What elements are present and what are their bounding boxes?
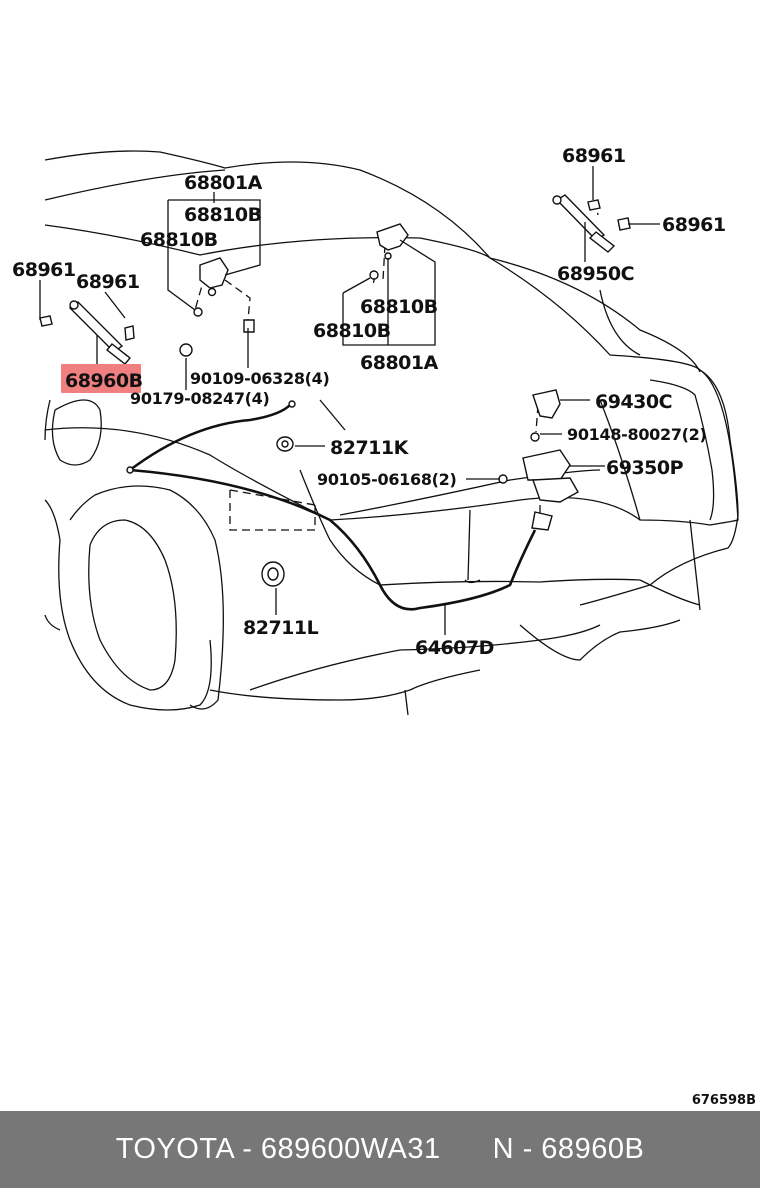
label-90109: 90109-06328(4) <box>190 369 330 388</box>
label-68960B: 68960B <box>65 370 143 392</box>
release-cable-icon <box>126 400 537 611</box>
label-90105: 90105-06168(2) <box>317 470 457 489</box>
label-82711L: 82711L <box>243 617 319 639</box>
label-69430C: 69430C <box>595 391 672 413</box>
diagram-ref-code: 676598B <box>692 1093 756 1108</box>
latch-assembly-icon <box>498 389 579 531</box>
hinge-right-icon <box>369 223 409 280</box>
label-82711K: 82711K <box>330 437 410 459</box>
label-68961-right: 68961 <box>662 214 726 236</box>
hinge-left-icon <box>179 257 255 357</box>
footer-bar: TOYOTA - 689600WA31 N - 68960B <box>0 1111 760 1188</box>
label-64607D: 64607D <box>415 637 494 659</box>
label-90179: 90179-08247(4) <box>130 389 270 408</box>
label-69350P: 69350P <box>606 457 684 479</box>
footer-ref-number: N - 68960B <box>492 1133 645 1165</box>
footer-part-number: TOYOTA - 689600WA31 <box>115 1133 441 1165</box>
label-68810B-c: 68810B <box>360 296 438 318</box>
label-68801A-bot: 68801A <box>360 352 439 374</box>
car-body-outline <box>44 150 739 716</box>
target-part-highlight <box>61 364 141 393</box>
label-68810B-d: 68810B <box>313 320 391 342</box>
label-68961-left1: 68961 <box>12 259 76 281</box>
label-68801A-top: 68801A <box>184 172 263 194</box>
grommet-82711K-icon <box>276 436 294 452</box>
label-68810B-b: 68810B <box>140 229 218 251</box>
grommet-82711L-icon <box>261 561 285 587</box>
label-68961-left2: 68961 <box>76 271 140 293</box>
gas-strut-right-icon <box>552 194 631 253</box>
label-68961-top: 68961 <box>562 145 626 167</box>
leader-lines <box>39 166 660 635</box>
label-90148: 90148-80027(2) <box>567 425 707 444</box>
label-68810B-a: 68810B <box>184 204 262 226</box>
label-68950C: 68950C <box>557 263 634 285</box>
parts-diagram: 68801A 68810B 68810B 68961 68961 68960B … <box>12 145 756 1108</box>
